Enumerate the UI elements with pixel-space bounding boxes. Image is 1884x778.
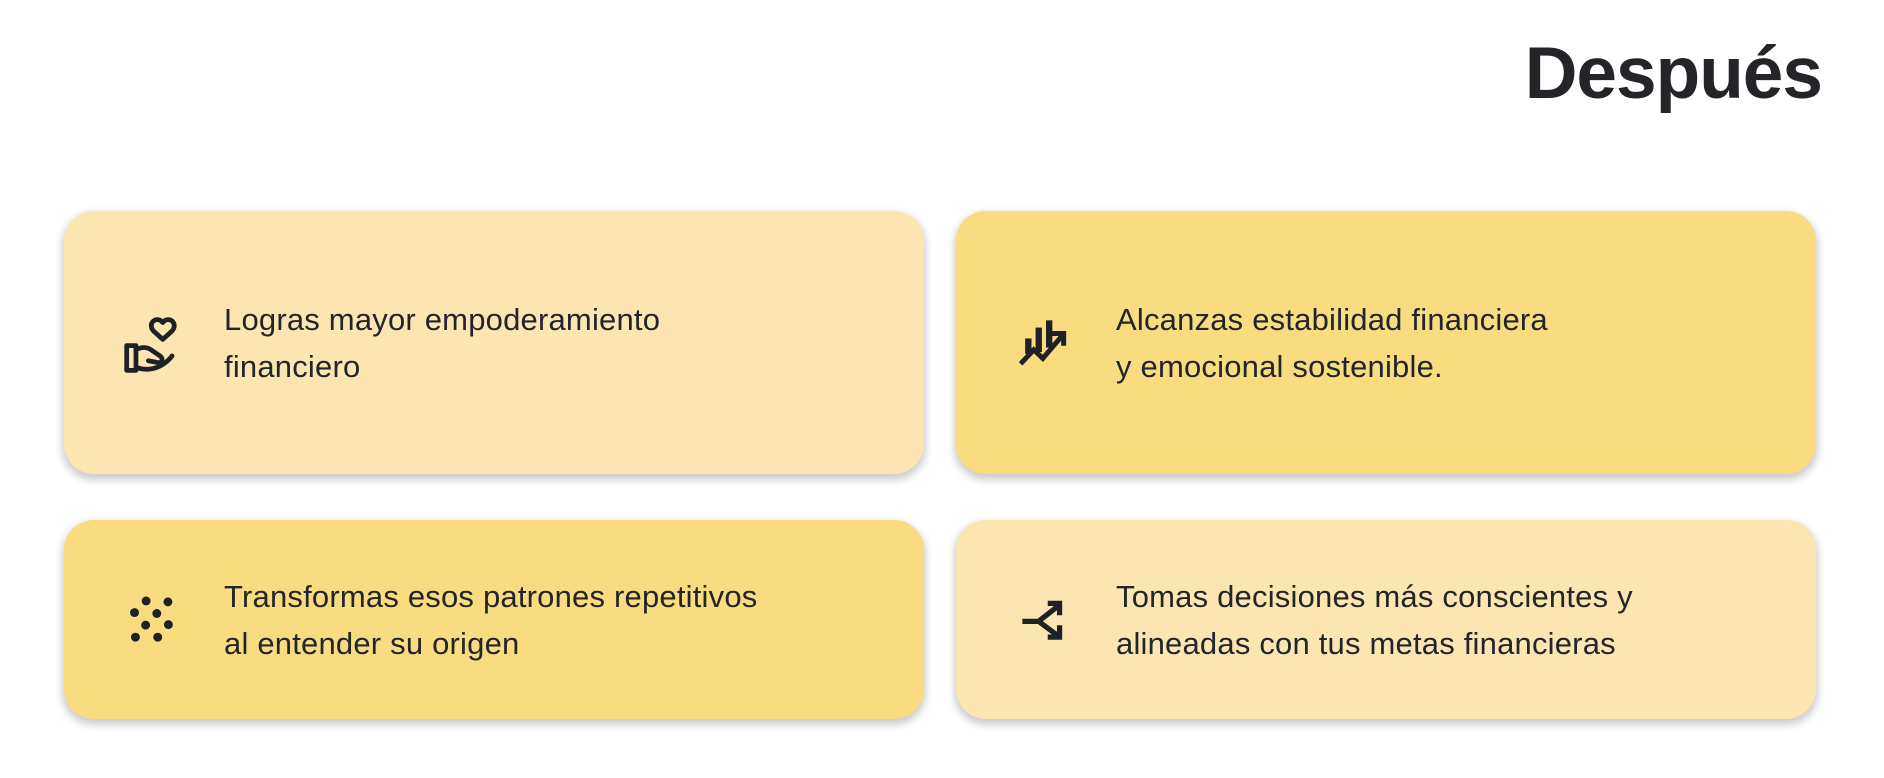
benefit-text-line2: y emocional sostenible. (1116, 348, 1443, 384)
benefits-card-grid: Logras mayor empoderamiento financiero (64, 211, 1816, 719)
benefit-text-line2: alineadas con tus metas financieras (1116, 625, 1616, 661)
benefit-card-empoderamiento: Logras mayor empoderamiento financiero (64, 211, 924, 474)
benefit-text: Alcanzas estabilidad financiera y emocio… (1116, 296, 1548, 390)
benefit-text-line2: al entender su origen (224, 625, 520, 661)
benefit-text-line1: Transformas esos patrones repetitivos (224, 578, 758, 614)
benefit-text-line1: Tomas decisiones más conscientes y (1116, 578, 1633, 614)
split-arrows-icon (1012, 592, 1080, 648)
benefit-card-estabilidad: Alcanzas estabilidad financiera y emocio… (956, 211, 1816, 474)
dots-cluster-icon (120, 594, 188, 646)
hand-heart-icon (120, 310, 188, 376)
chart-up-arrow-icon (1012, 314, 1080, 372)
benefit-card-patrones: Transformas esos patrones repetitivos al… (64, 520, 924, 719)
benefit-text: Logras mayor empoderamiento financiero (224, 296, 660, 390)
benefit-text-line1: Alcanzas estabilidad financiera (1116, 301, 1548, 337)
benefit-text: Tomas decisiones más conscientes y aline… (1116, 573, 1633, 667)
benefit-card-decisiones: Tomas decisiones más conscientes y aline… (956, 520, 1816, 719)
benefit-text-line1: Logras mayor empoderamiento (224, 301, 661, 337)
page-title: Después (1524, 33, 1823, 114)
benefit-text: Transformas esos patrones repetitivos al… (224, 573, 757, 667)
benefit-text-line2: financiero (224, 348, 361, 384)
